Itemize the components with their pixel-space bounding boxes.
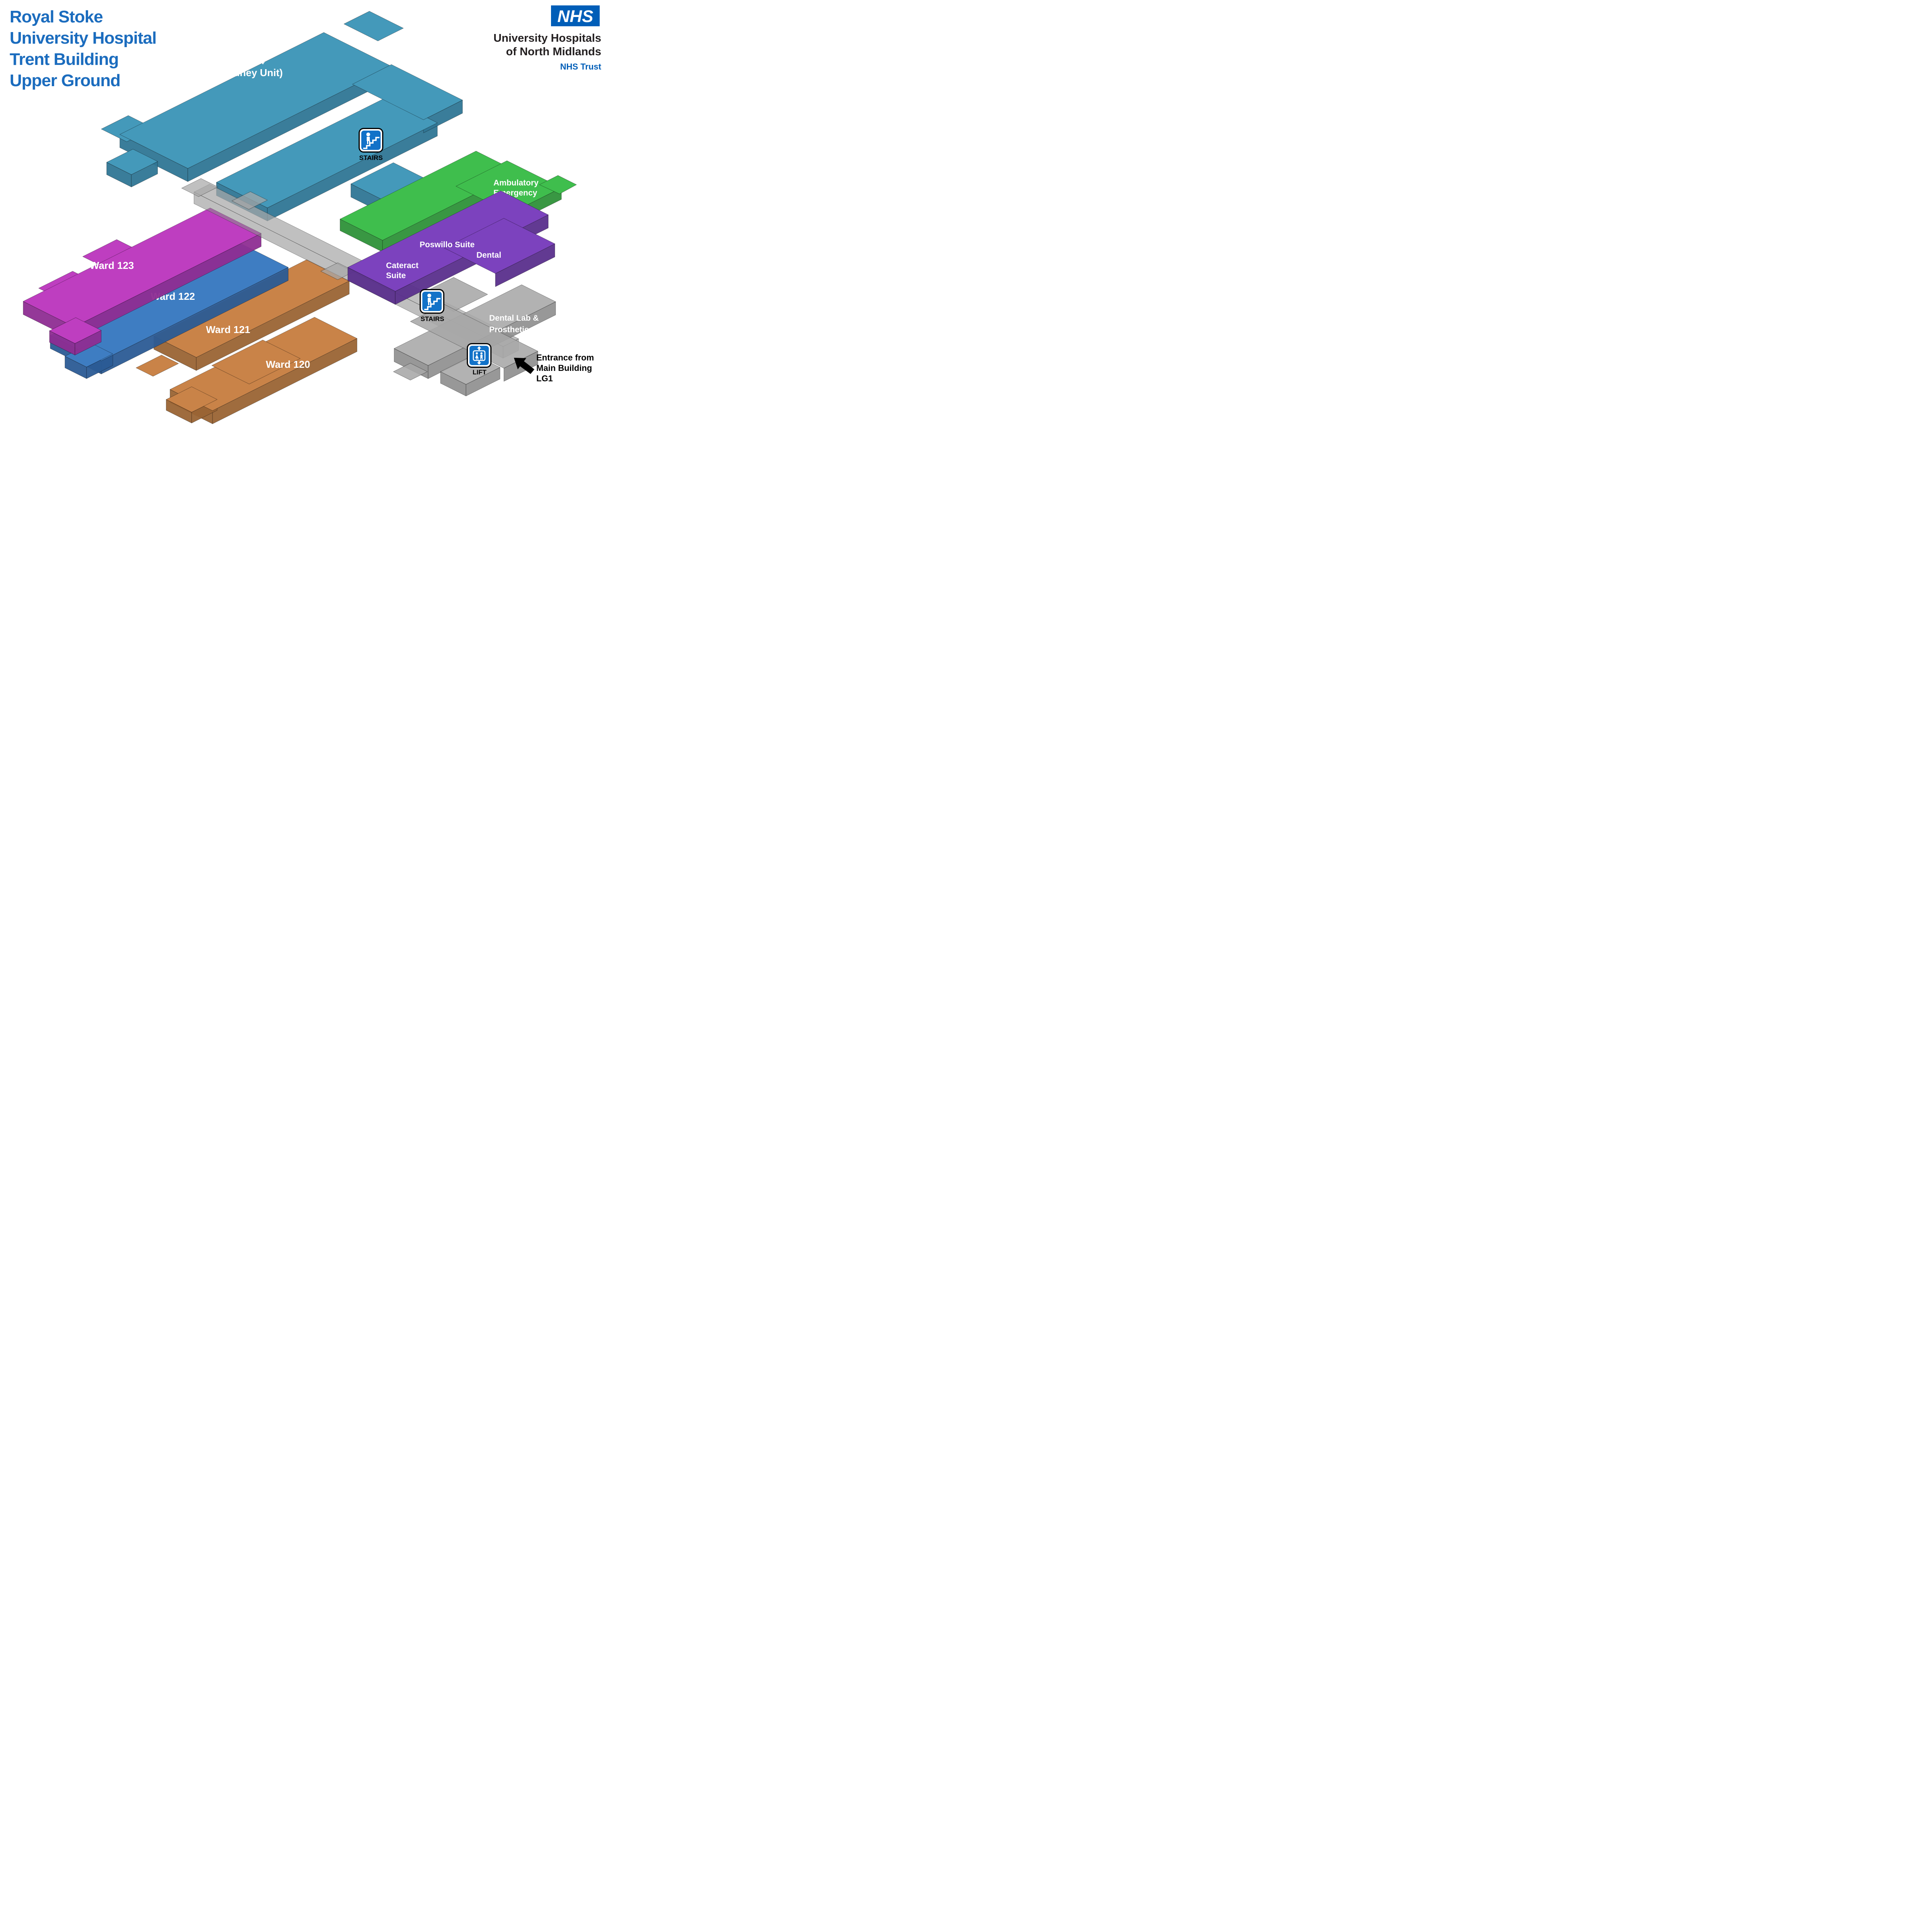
- nhs-logo: [551, 5, 600, 26]
- dental-label: Dental: [476, 251, 501, 260]
- ward120-label: Ward 120: [266, 359, 310, 370]
- ward124-top-face: [344, 11, 404, 41]
- floor-plan-page: Ward 124 (Kidney Unit) Ward 121 Ward 120…: [0, 0, 606, 428]
- stairs-icon: [419, 288, 445, 314]
- region-ward124: Ward 124 (Kidney Unit): [101, 11, 463, 221]
- ward120-top-face: [211, 340, 301, 384]
- entrance-label-line3: LG1: [536, 374, 553, 383]
- nhs-trust-label: NHS Trust: [560, 62, 602, 71]
- dental-lab-top-face: [393, 363, 428, 381]
- entrance-label-line2: Main Building: [536, 363, 592, 373]
- cateract-label-line1: Cateract: [386, 261, 418, 270]
- ward124-top-face: [352, 64, 463, 120]
- stairs-sign-label: STAIRS: [420, 315, 444, 323]
- ward124-label-line1: Ward 124: [220, 55, 265, 66]
- entrance-arrow-icon: [514, 358, 534, 374]
- lift-icon: [466, 342, 492, 369]
- stairs-sign-label: STAIRS: [359, 154, 383, 161]
- stairs-icon: [358, 127, 384, 153]
- floor-plan-map: Ward 124 (Kidney Unit) Ward 121 Ward 120…: [10, 5, 602, 424]
- suites-top-face: [347, 190, 549, 292]
- region-suites-purple: Poswillo Suite Dental Cateract Suite: [347, 190, 555, 305]
- suites-top-face: [444, 218, 555, 274]
- title-line1: Royal Stoke: [10, 7, 103, 26]
- region-dental-lab: Dental Lab & Prosthetics: [393, 277, 556, 396]
- ward124-wall: [131, 161, 158, 187]
- region-ward121-120: Ward 121 Ward 120: [136, 259, 357, 424]
- ward124-top-face: [106, 149, 158, 175]
- title-line3: Trent Building: [10, 50, 119, 69]
- ward123-top-face: [49, 317, 102, 344]
- nhs-logo-block: NHS University Hospitals of North Midlan…: [493, 5, 602, 71]
- region-ward122: Ward 122: [50, 241, 289, 379]
- lift-sign-label: LIFT: [473, 369, 486, 376]
- region-ambulatory-emergency-care: Ambulatory Emergency Care: [340, 151, 577, 252]
- title-line4: Upper Ground: [10, 71, 120, 90]
- corridor-top-face: [231, 191, 268, 210]
- signs-layer: STAIRS STAIRS LIFT Entrance from Main Bu…: [358, 127, 594, 383]
- entrance-label-line1: Entrance from: [536, 353, 594, 362]
- corridor-top-face: [181, 178, 218, 197]
- ambulatory-label-line1: Ambulatory: [493, 178, 539, 187]
- region-ward123: Ward 123: [23, 207, 262, 355]
- nhs-logo-text: NHS: [558, 7, 594, 26]
- poswillo-label: Poswillo Suite: [420, 240, 474, 249]
- nhs-org-line1: University Hospitals: [493, 32, 601, 44]
- title-line2: University Hospital: [10, 29, 156, 48]
- ward124-label-line2: (Kidney Unit): [220, 67, 283, 78]
- ward120-top-face: [166, 386, 218, 413]
- dental-lab-label-line2: Prosthetics: [489, 325, 533, 334]
- ward121-label: Ward 121: [206, 324, 250, 335]
- dental-lab-label-line1: Dental Lab &: [489, 314, 539, 323]
- ward121-top-face: [136, 355, 179, 377]
- cateract-label-line2: Suite: [386, 271, 406, 280]
- ambulatory-top-face: [539, 175, 577, 194]
- page-title: Royal Stoke University Hospital Trent Bu…: [10, 7, 157, 90]
- ward123-label: Ward 123: [90, 260, 134, 271]
- nhs-org-line2: of North Midlands: [506, 46, 601, 58]
